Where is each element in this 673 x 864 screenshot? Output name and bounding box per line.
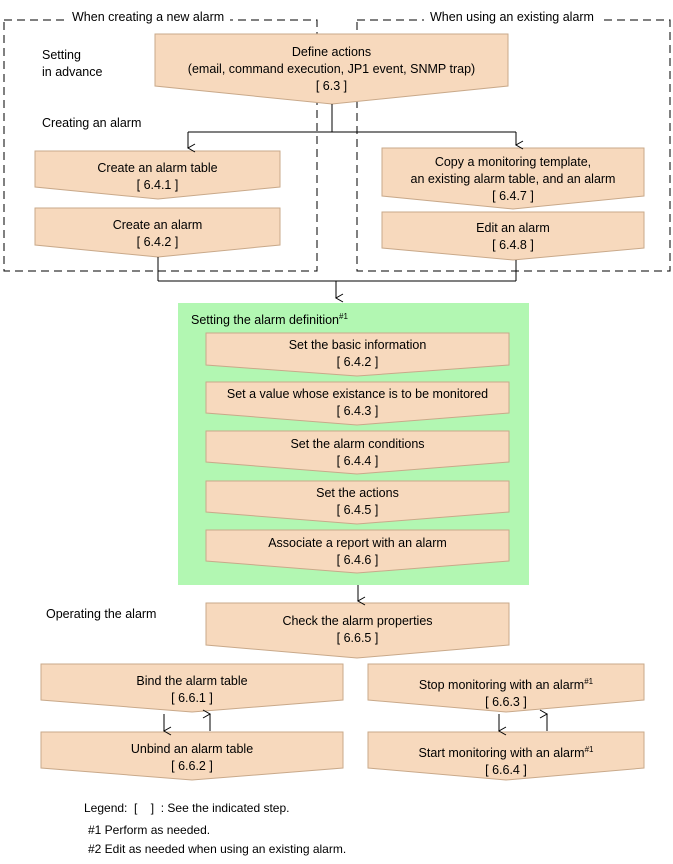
step-shape-start-monitoring xyxy=(367,731,645,781)
step-shape-conditions xyxy=(205,430,510,475)
label-setting-in-advance-2: in advance xyxy=(42,65,103,79)
step-ref: [ 6.6.5 ] xyxy=(336,631,379,645)
step-ref: [ 6.6.3 ] xyxy=(485,695,527,709)
step-actions: Set the actions [ 6.4.5 ] xyxy=(206,485,509,519)
step-bind-table: Bind the alarm table [ 6.6.1 ] xyxy=(41,673,343,707)
legend-line-3: #2 Edit as needed when using an existing… xyxy=(88,842,347,856)
step-shape-associate-report xyxy=(205,529,510,574)
step-title-text: Start monitoring with an alarm xyxy=(418,746,585,760)
step-copy-template: Copy a monitoring template, an existing … xyxy=(382,154,644,205)
step-title: Bind the alarm table xyxy=(136,674,248,688)
step-ref: [ 6.4.4 ] xyxy=(336,454,379,468)
header-existing-alarm: When using an existing alarm xyxy=(424,10,600,24)
label-creating-alarm: Creating an alarm xyxy=(42,116,142,130)
step-ref: [ 6.3 ] xyxy=(315,79,348,93)
step-shape-copy-template xyxy=(381,147,645,210)
step-subtitle: an existing alarm table, and an alarm xyxy=(410,172,616,186)
step-title: Set the alarm conditions xyxy=(290,437,425,451)
label-alarm-definition: Setting the alarm definition#1 xyxy=(191,312,348,327)
header-new-alarm: When creating a new alarm xyxy=(66,10,231,24)
step-shape-stop-monitoring xyxy=(367,663,645,713)
step-set-value: Set a value whose existance is to be mon… xyxy=(206,386,509,420)
step-start-monitoring: Start monitoring with an alarm#1 [ 6.6.4… xyxy=(368,741,644,779)
step-subtitle: (email, command execution, JP1 event, SN… xyxy=(187,62,476,76)
label-alarm-definition-text: Setting the alarm definition xyxy=(191,313,340,327)
step-basic-info: Set the basic information [ 6.4.2 ] xyxy=(206,337,509,371)
step-conditions: Set the alarm conditions [ 6.4.4 ] xyxy=(206,436,509,470)
step-title: Create an alarm table xyxy=(97,161,218,175)
step-title: Stop monitoring with an alarm#1 xyxy=(419,673,593,694)
step-shape-basic-info xyxy=(205,332,510,377)
step-title: Set the basic information xyxy=(288,338,427,352)
step-title: Start monitoring with an alarm#1 xyxy=(419,741,594,762)
step-shape-bind-table xyxy=(40,663,344,713)
step-stop-monitoring: Stop monitoring with an alarm#1 [ 6.6.3 … xyxy=(368,673,644,711)
step-ref: [ 6.4.5 ] xyxy=(336,503,379,517)
note-marker: #1 xyxy=(584,745,594,754)
step-create-table: Create an alarm table [ 6.4.1 ] xyxy=(35,160,280,194)
step-shape-unbind-table xyxy=(40,731,344,781)
step-title: Define actions xyxy=(291,45,372,59)
step-ref: [ 6.4.1 ] xyxy=(136,178,179,192)
legend-line-1: Legend: [ ] : See the indicated step. xyxy=(84,801,290,815)
step-title: Check the alarm properties xyxy=(282,614,433,628)
step-edit-alarm: Edit an alarm [ 6.4.8 ] xyxy=(382,220,644,254)
note-marker: #1 xyxy=(339,312,348,321)
step-ref: [ 6.6.4 ] xyxy=(485,763,527,777)
step-shape-edit-alarm xyxy=(381,211,645,261)
step-title: Set a value whose existance is to be mon… xyxy=(226,387,489,401)
step-ref: [ 6.4.2 ] xyxy=(336,355,379,369)
step-shape-create-alarm xyxy=(34,207,281,258)
step-check-properties: Check the alarm properties [ 6.6.5 ] xyxy=(206,613,509,647)
step-title: Create an alarm xyxy=(112,218,203,232)
step-ref: [ 6.4.8 ] xyxy=(492,238,534,252)
step-title: Unbind an alarm table xyxy=(130,742,254,756)
step-ref: [ 6.6.2 ] xyxy=(171,759,213,773)
note-marker: #1 xyxy=(584,677,594,686)
step-title: Associate a report with an alarm xyxy=(268,536,447,550)
step-unbind-table: Unbind an alarm table [ 6.6.2 ] xyxy=(41,741,343,775)
step-ref: [ 6.4.3 ] xyxy=(336,404,379,418)
step-title: Edit an alarm xyxy=(476,221,550,235)
step-shape-create-table xyxy=(34,150,281,200)
step-shape-define-actions xyxy=(154,33,509,105)
label-operating-alarm: Operating the alarm xyxy=(46,607,157,621)
step-ref: [ 6.4.6 ] xyxy=(336,553,379,567)
step-shape-check-properties xyxy=(205,602,510,659)
label-setting-in-advance-1: Setting xyxy=(42,48,81,62)
step-title: Copy a monitoring template, xyxy=(434,155,592,169)
legend-line-2: #1 Perform as needed. xyxy=(88,823,211,837)
step-ref: [ 6.6.1 ] xyxy=(171,691,213,705)
step-ref: [ 6.4.7 ] xyxy=(492,189,534,203)
step-title: Set the actions xyxy=(316,486,399,500)
step-create-alarm: Create an alarm [ 6.4.2 ] xyxy=(35,217,280,251)
step-shape-actions xyxy=(205,480,510,525)
step-define-actions: Define actions (email, command execution… xyxy=(155,44,508,95)
step-ref: [ 6.4.2 ] xyxy=(136,235,179,249)
step-title-text: Stop monitoring with an alarm xyxy=(418,678,585,692)
step-shape-set-value xyxy=(205,381,510,426)
step-associate-report: Associate a report with an alarm [ 6.4.6… xyxy=(206,535,509,569)
